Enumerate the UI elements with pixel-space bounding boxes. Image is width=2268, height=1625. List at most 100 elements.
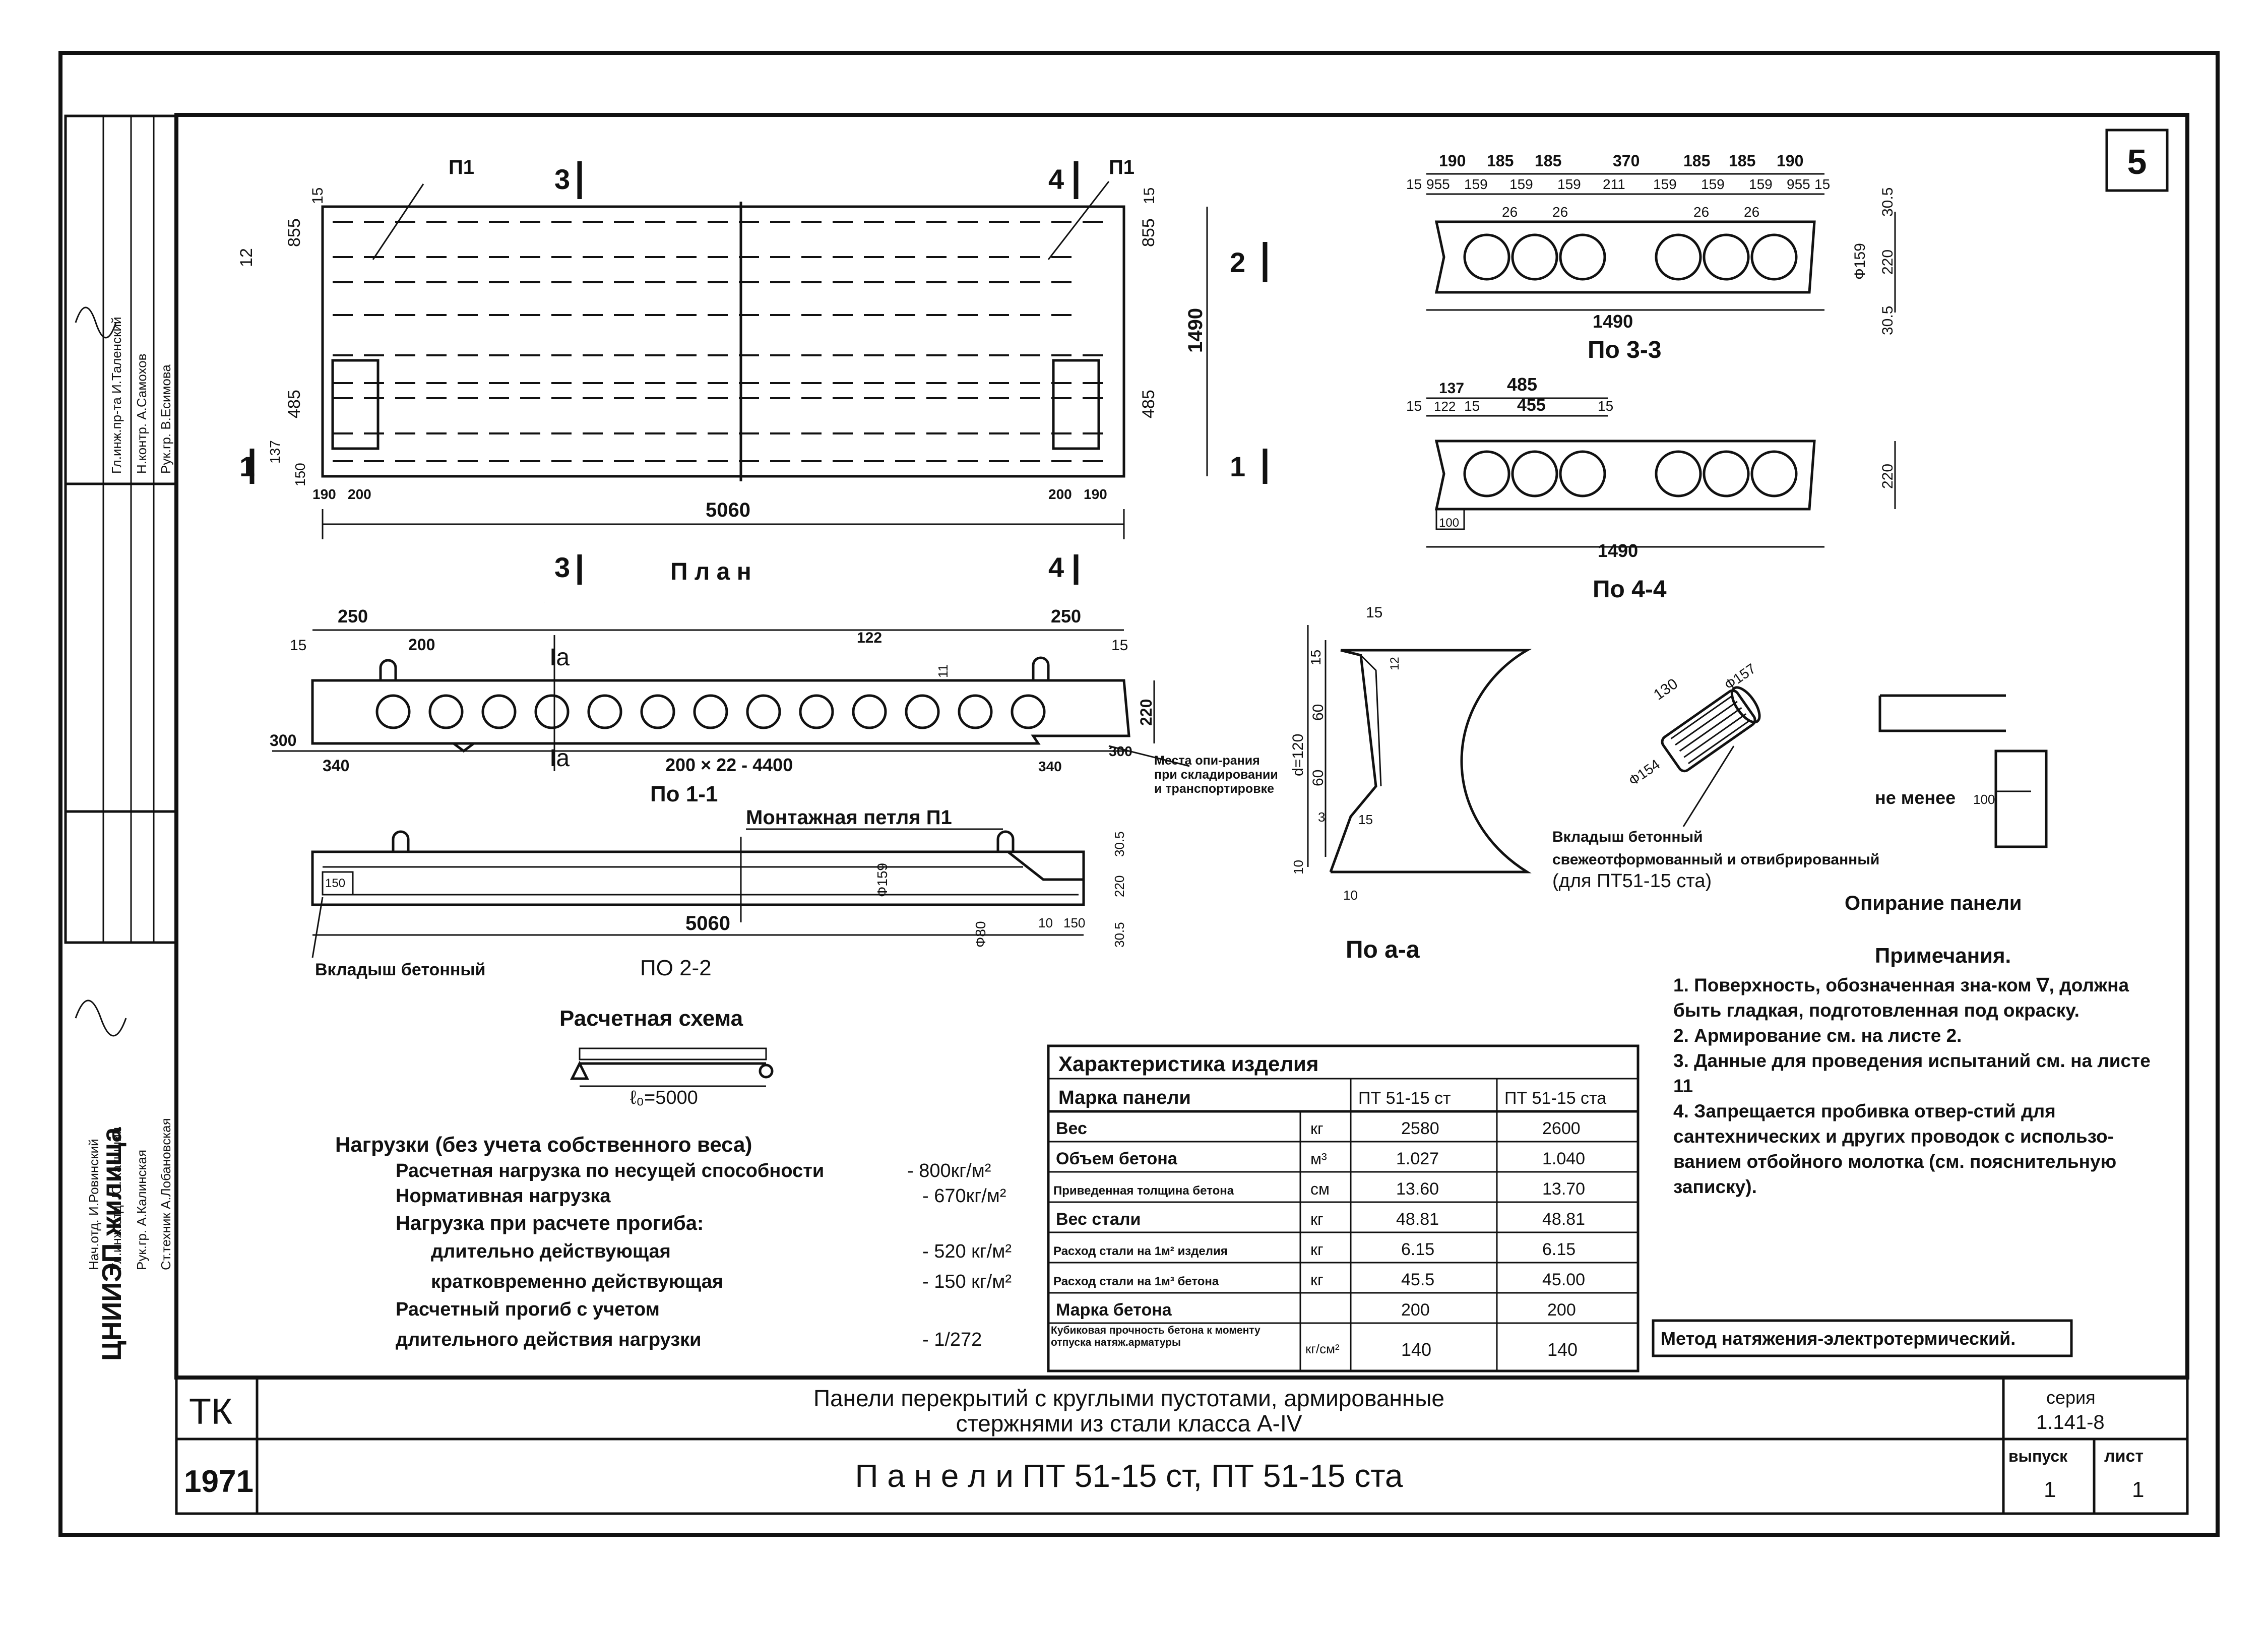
s11-void-2 <box>428 694 464 729</box>
plan-dim-485-right: 485 <box>1139 390 1158 418</box>
s33-top-dim-2: 185 <box>1487 152 1514 170</box>
s44-sub-dim-2: 122 <box>1434 399 1456 414</box>
spec-r2-v1: 1.027 <box>1396 1149 1439 1168</box>
dA-dim-60-top: 60 <box>1310 704 1327 721</box>
section-3-3: 190 185 185 370 185 185 190 15 955 159 1… <box>1406 152 1896 363</box>
title-year: 1971 <box>184 1464 254 1499</box>
detail-a-a: 15 15 60 60 d=120 3 15 10 10 12 По а-а <box>1290 604 1532 963</box>
stamp-org: ЦНИИЭП жилища <box>97 1127 127 1361</box>
s33-sub-dim-8: 159 <box>1701 176 1725 192</box>
s11-support-note: Места опи-рания при складировании и тран… <box>1154 754 1278 796</box>
plan-loop-pocket-right <box>1052 359 1100 450</box>
note-4: 4. Запрещается пробивка отвер-стий для с… <box>1673 1101 2117 1197</box>
plan-section-2-right: 2 <box>1230 246 1245 278</box>
spec-title: Характеристика изделия <box>1058 1052 1318 1076</box>
stamp-signature-4: Нач.отд. И.Ровинский <box>86 1139 101 1270</box>
plan-caption: П л а н <box>670 558 751 585</box>
s22-dim-305b: 30.5 <box>1112 922 1127 948</box>
s11-dim-15-right: 15 <box>1111 637 1128 654</box>
notes-title: Примечания. <box>1875 944 2011 967</box>
loads-title: Нагрузки (без учета собственного веса) <box>335 1133 752 1156</box>
s33-caption: По 3-3 <box>1588 337 1662 363</box>
s44-width: 1490 <box>1598 540 1638 561</box>
plan-dim-15-top: 15 <box>309 188 326 204</box>
s33-top-dim-7: 190 <box>1777 152 1803 170</box>
s22-dim-d159: Ф159 <box>874 863 890 897</box>
stamp-signature-5: Гл.инж.отд. Ю.Хакишин <box>109 1127 124 1270</box>
loads-row-1-value: - 800кг/м² <box>907 1160 991 1181</box>
spec-r4-v2: 48.81 <box>1542 1210 1585 1229</box>
spec-r1-label: Вес <box>1056 1119 1087 1138</box>
dA-dim-3: 3 <box>1318 809 1325 825</box>
title-block: ТК 1971 Панели перекрытий с круглыми пус… <box>175 1376 2189 1515</box>
title-main: П а н е л и ПТ 51-15 ст, ПТ 51-15 ста <box>855 1458 1403 1494</box>
s11-void-9 <box>799 694 834 729</box>
s11-dim-15-left: 15 <box>290 637 306 654</box>
dA-dim-15-c: 15 <box>1358 812 1373 827</box>
spec-r8-label: Кубиковая прочность бетона к моменту отп… <box>1051 1325 1261 1348</box>
loads-block: Нагрузки (без учета собственного веса) Р… <box>335 1133 1012 1350</box>
plan-section-4-top: 4 <box>1048 163 1064 195</box>
plan-dim-855-right: 855 <box>1139 218 1158 247</box>
spec-header-st: ПТ 51-15 ст <box>1358 1089 1451 1108</box>
s11-section-label-3: 3 <box>544 602 545 603</box>
spec-r2-unit: м³ <box>1310 1150 1327 1168</box>
s11-dim-340-right: 340 <box>1038 759 1062 774</box>
plan-dim-150: 150 <box>292 463 308 486</box>
spec-r7-label: Марка бетона <box>1056 1300 1172 1320</box>
plan-dim-15-right: 15 <box>1141 188 1158 204</box>
ins-dim-d154: Ф154 <box>1626 757 1663 789</box>
spec-table: Характеристика изделия Марка панели ПТ 5… <box>1047 1044 1640 1372</box>
section-3-3-sub-dims: 15 955 159 159 159 211 159 159 159 955 1… <box>1406 176 1830 192</box>
dA-dim-15-top: 15 <box>1366 604 1382 621</box>
ins-dim-130: 130 <box>1651 675 1681 704</box>
dA-dim-12: 12 <box>1388 657 1402 670</box>
sheet-value: 1 <box>2132 1477 2144 1502</box>
stamp-signature-7: Ст.техник А.Лобановская <box>158 1118 173 1270</box>
plan-loop-label-right: П1 <box>1109 156 1135 178</box>
s11-void-7 <box>693 694 728 729</box>
title-line-1: Панели перекрытий с круглыми пустотами, … <box>813 1385 1444 1411</box>
s11-dim-122: 122 <box>857 630 882 646</box>
s33-sub-dim-7: 159 <box>1653 176 1677 192</box>
spec-header-sta: ПТ 51-15 ста <box>1504 1089 1606 1108</box>
s22-dim-305a: 30.5 <box>1112 831 1127 857</box>
spec-r4-label: Вес стали <box>1056 1210 1141 1229</box>
s22-dim-150a: 150 <box>1063 915 1085 930</box>
stamp-signature-2: Н.контр. А.Самохов <box>134 354 149 474</box>
s22-length: 5060 <box>685 912 730 934</box>
section-1-1: Iа Iа 250 250 200 15 15 122 11 220 300 3… <box>270 602 1278 806</box>
s22-dim-10: 10 <box>1038 915 1053 930</box>
plan-dim-485-left: 485 <box>285 390 304 418</box>
spec-r1-v1: 2580 <box>1401 1119 1439 1138</box>
s11-dim-300-left: 300 <box>270 731 296 749</box>
spec-r1-v2: 2600 <box>1542 1119 1581 1138</box>
plan-dim-190-left: 190 <box>312 486 336 502</box>
dA-dim-10-a: 10 <box>1291 860 1306 874</box>
spec-r6-unit: кг <box>1310 1271 1324 1289</box>
dA-dim-10-b: 10 <box>1343 888 1358 903</box>
support-detail: не менее 100 Опирание панели <box>1845 694 2048 914</box>
s33-right-dim-4: 30.5 <box>1879 306 1896 335</box>
s33-right-dim-1: 30.5 <box>1879 188 1896 217</box>
notes-method: Метод натяжения-электротермический. <box>1661 1328 2015 1349</box>
spec-r7-v2: 200 <box>1547 1300 1576 1320</box>
s11-dim-200: 200 <box>408 636 435 654</box>
section-2-2: Монтажная петля П1 Ф159 Ф80 30.5 220 30.… <box>311 806 1127 980</box>
s11-pitch: 200 × 22 - 4400 <box>665 755 793 775</box>
support-label: не менее <box>1875 787 1956 808</box>
s44-sub-dim-1: 15 <box>1406 398 1422 414</box>
s44-sub-dim-4: 455 <box>1517 396 1546 415</box>
loads-row-6-label: Расчетный прогиб с учетом <box>396 1299 660 1320</box>
note-3: 3. Данные для проведения испытаний см. н… <box>1673 1050 2151 1096</box>
series-label: серия <box>2046 1387 2096 1408</box>
loads-row-5-value: - 150 кг/м² <box>922 1271 1012 1292</box>
insert-detail: 130 Ф157 Ф154 Вкладыш бетонный свежеотфо… <box>1552 661 1879 892</box>
s44-corner: 100 <box>1439 516 1459 530</box>
sheet-number: 5 <box>2127 142 2147 181</box>
dA-caption: По а-а <box>1346 936 1420 963</box>
plan-section-4-bottom: 4 <box>1048 551 1064 583</box>
s33-right-dim-2: Ф159 <box>1852 243 1868 280</box>
s44-sub-dim-3: 15 <box>1464 398 1480 414</box>
plan-section-3-top: 3 <box>554 163 570 195</box>
